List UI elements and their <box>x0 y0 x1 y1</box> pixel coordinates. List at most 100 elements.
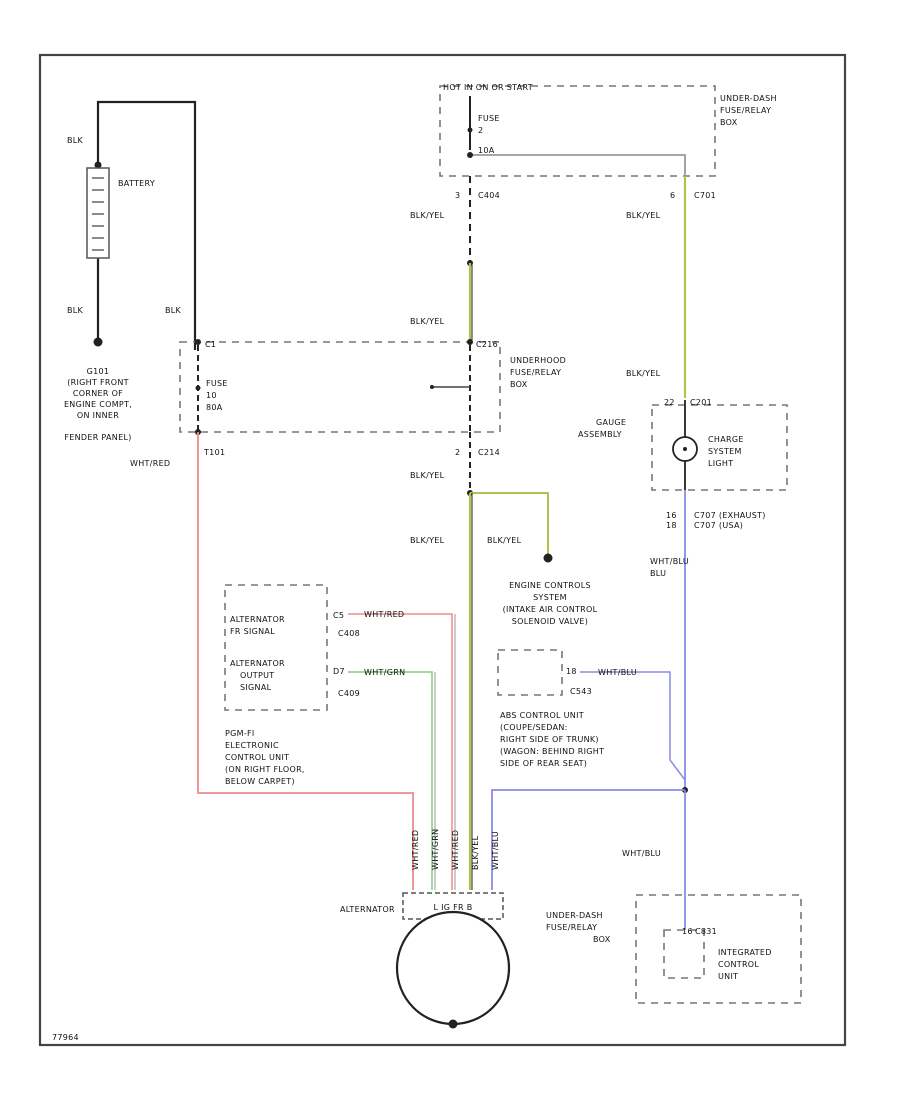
bottom-box-name-2: FUSE/RELAY <box>546 923 597 932</box>
underhood-fuse-word: FUSE <box>206 379 228 388</box>
alternator-ground-terminal <box>448 1019 458 1029</box>
wire-to-engine-controls <box>470 492 549 556</box>
wire-label-blk-yel-7: BLK/YEL <box>487 536 522 545</box>
pgm-alt-out-3: SIGNAL <box>240 683 272 692</box>
abs-line-5: SIDE OF REAR SEAT) <box>500 759 587 768</box>
gauge-c707-exhaust: C707 (EXHAUST) <box>694 511 766 520</box>
underhood-box-name-2: FUSE/RELAY <box>510 368 561 377</box>
top-box-name-1: UNDER-DASH <box>720 94 777 103</box>
diagram-frame <box>38 53 847 1047</box>
engine-controls-line-3: (INTAKE AIR CONTROL <box>503 605 598 614</box>
integrated-unit-line-2: CONTROL <box>718 960 759 969</box>
underhood-relay-terminal <box>430 385 434 389</box>
pgm-name-1: PGM-FI <box>225 729 255 738</box>
abs-c543: C543 <box>570 687 592 696</box>
gauge-assembly-outline <box>651 404 788 491</box>
underhood-pin-2: 2 <box>455 448 460 457</box>
top-under-dash-fuse-box: HOT IN ON OR START UNDER-DASH FUSE/RELAY… <box>439 83 777 200</box>
top-box-pin-3: 3 <box>455 191 460 200</box>
battery-label: BATTERY <box>118 179 155 188</box>
wire-label-blk-right: BLK <box>165 306 182 315</box>
ground-g101-line-4: ON INNER <box>77 411 119 420</box>
charge-light-line-3: LIGHT <box>708 459 733 468</box>
wire-label-vert-wht-red-2: WHT/RED <box>451 830 460 870</box>
wire-label-wht-red-2: WHT/RED <box>364 610 404 619</box>
integrated-control-unit-outline <box>663 929 705 979</box>
gauge-pin-16: 16 <box>666 511 677 520</box>
charge-light-line-1: CHARGE <box>708 435 744 444</box>
battery-positive-wire <box>96 100 197 350</box>
pgm-fi-ecu-outline <box>224 584 328 711</box>
underhood-fuse-box-outline <box>179 341 501 433</box>
underhood-box-name-3: BOX <box>510 380 528 389</box>
alternator-connector <box>402 892 504 920</box>
wire-label-blu: BLU <box>650 569 666 578</box>
wire-wht-blu-to-alternator <box>491 789 685 890</box>
pgm-name-4: (ON RIGHT FLOOR, <box>225 765 305 774</box>
pgm-c408: C408 <box>338 629 360 638</box>
alternator-body-icon <box>395 910 511 1026</box>
abs-control-unit: 18 C543 WHT/BLU ABS CONTROL UNIT (COUPE/… <box>497 649 686 781</box>
top-box-name-2: FUSE/RELAY <box>720 106 771 115</box>
charge-light-line-2: SYSTEM <box>708 447 742 456</box>
wire-label-wht-blu-2: WHT/BLU <box>622 849 661 858</box>
battery-symbol <box>86 167 110 259</box>
pgm-pin-d7: D7 <box>333 667 345 676</box>
ground-g101-symbol <box>93 337 103 347</box>
underhood-box-name-1: UNDERHOOD <box>510 356 566 365</box>
underhood-t101: T101 <box>203 448 225 457</box>
wire-label-wht-red-1: WHT/RED <box>130 459 170 468</box>
wire-label-wht-blu-3: WHT/BLU <box>598 668 637 677</box>
wire-label-blk-yel-3: BLK/YEL <box>626 211 661 220</box>
wire-label-wht-blu-1: WHT/BLU <box>650 557 689 566</box>
pgm-pin-c5: C5 <box>333 611 344 620</box>
pgm-alt-fr-1: ALTERNATOR <box>230 615 285 624</box>
gauge-c201: C201 <box>690 398 712 407</box>
top-box-title: HOT IN ON OR START <box>443 83 533 92</box>
pgm-alt-out-1: ALTERNATOR <box>230 659 285 668</box>
bottom-box-name-1: UNDER-DASH <box>546 911 603 920</box>
battery-circuit: BATTERY BLK BLK BLK G101 (RIGHT FRONT CO… <box>64 100 197 442</box>
wire-label-blk-top: BLK <box>67 136 84 145</box>
ground-g101-line-3: ENGINE COMPT, <box>64 400 132 409</box>
diagram-id-code: 77964 <box>52 1033 79 1042</box>
abs-control-unit-outline <box>497 649 563 696</box>
engine-controls-connector <box>543 553 553 563</box>
gauge-pin-18: 18 <box>666 521 677 530</box>
battery-cells-icon <box>92 177 104 251</box>
ground-g101-line-1: (RIGHT FRONT <box>67 378 129 387</box>
abs-line-2: (COUPE/SEDAN: <box>500 723 568 732</box>
underhood-c1: C1 <box>205 340 216 349</box>
wire-label-vert-blk-yel: BLK/YEL <box>471 835 480 870</box>
bottom-fuse-box-outline <box>635 894 802 1004</box>
abs-line-4: (WAGON: BEHIND RIGHT <box>500 747 604 756</box>
bottom-box-c831: C831 <box>695 927 717 936</box>
wire-label-vert-wht-blu: WHT/BLU <box>491 831 500 870</box>
ground-g101-line-2: CORNER OF <box>73 389 123 398</box>
engine-controls-line-2: SYSTEM <box>533 593 567 602</box>
integrated-unit-line-3: UNIT <box>718 972 738 981</box>
pgm-c409: C409 <box>338 689 360 698</box>
top-box-c404: C404 <box>478 191 500 200</box>
top-box-fuse-amp: 10A <box>478 146 495 155</box>
bottom-box-pin-16: 16 <box>682 927 693 936</box>
charge-light-filament-icon <box>683 447 687 451</box>
pgm-alt-out-2: OUTPUT <box>240 671 274 680</box>
gauge-c707-usa: C707 (USA) <box>694 521 743 530</box>
bottom-under-dash-fuse-box: UNDER-DASH FUSE/RELAY BOX 16 C831 INTEGR… <box>546 894 802 1004</box>
abs-line-3: RIGHT SIDE OF TRUNK) <box>500 735 599 744</box>
engine-controls-line-4: SOLENOID VALVE) <box>512 617 588 626</box>
integrated-unit-line-1: INTEGRATED <box>718 948 772 957</box>
abs-line-1: ABS CONTROL UNIT <box>500 711 584 720</box>
top-box-fuse-word: FUSE <box>478 114 500 123</box>
underhood-c216: C216 <box>476 340 498 349</box>
wire-label-vert-wht-red-1: WHT/RED <box>411 830 420 870</box>
wire-label-blk-bottom: BLK <box>67 306 84 315</box>
wire-label-wht-grn: WHT/GRN <box>364 668 405 677</box>
alternator-pins: L IG FR B <box>434 903 473 912</box>
alternator-label: ALTERNATOR <box>340 905 395 914</box>
wire-wht-red-t101 <box>197 432 414 890</box>
abs-pin-18: 18 <box>566 667 577 676</box>
wire-label-blk-yel-6: BLK/YEL <box>410 536 445 545</box>
wire-label-blk-yel-4: BLK/YEL <box>626 369 661 378</box>
